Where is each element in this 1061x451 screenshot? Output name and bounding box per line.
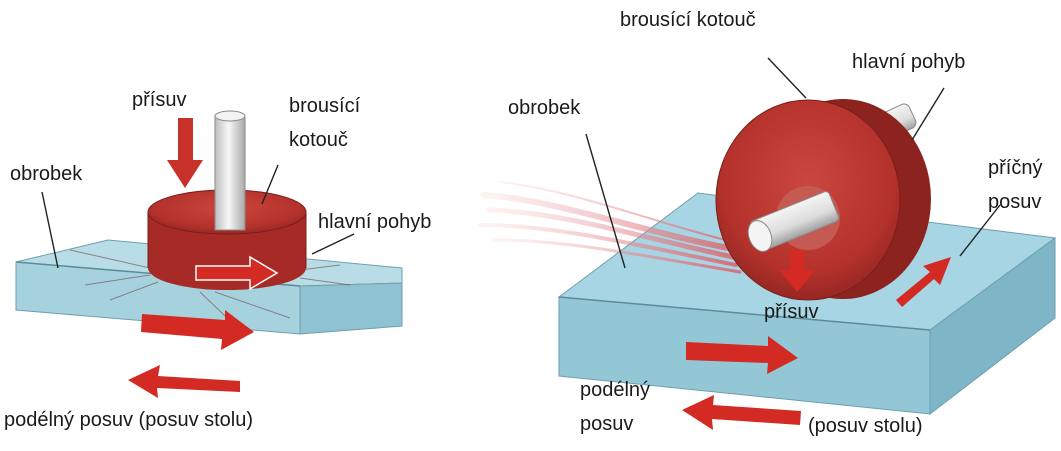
left-wheel-label-line2: kotouč <box>289 128 348 153</box>
right-cross-feed-label-line1: příčný <box>988 156 1042 181</box>
left-setup <box>16 111 402 398</box>
right-longitudinal-label-line1: podélný <box>580 378 650 403</box>
left-main-motion-leader <box>312 234 354 254</box>
right-wheel-label: brousící kotouč <box>620 8 756 33</box>
left-spindle <box>215 111 245 230</box>
left-workpiece-label: obrobek <box>10 162 82 187</box>
right-wheel-leader <box>768 58 806 98</box>
left-infeed-arrow <box>167 118 203 188</box>
left-wheel-label-line1: brousící <box>289 94 360 119</box>
left-feed-arrow <box>128 365 240 398</box>
right-workpiece-label: obrobek <box>508 96 580 121</box>
right-main-motion-label: hlavní pohyb <box>852 50 965 75</box>
left-longitudinal-feed-label: podélný posuv (posuv stolu) <box>4 408 253 433</box>
right-cross-feed-label-line2: posuv <box>988 190 1041 215</box>
left-main-motion-label: hlavní pohyb <box>318 210 431 235</box>
right-table-feed-label: (posuv stolu) <box>808 414 923 439</box>
right-feed-arrow <box>682 395 801 430</box>
right-longitudinal-label-line2: posuv <box>580 412 633 437</box>
right-infeed-label: přísuv <box>764 300 818 325</box>
right-main-motion-leader <box>912 88 944 140</box>
left-infeed-label: přísuv <box>132 88 186 113</box>
